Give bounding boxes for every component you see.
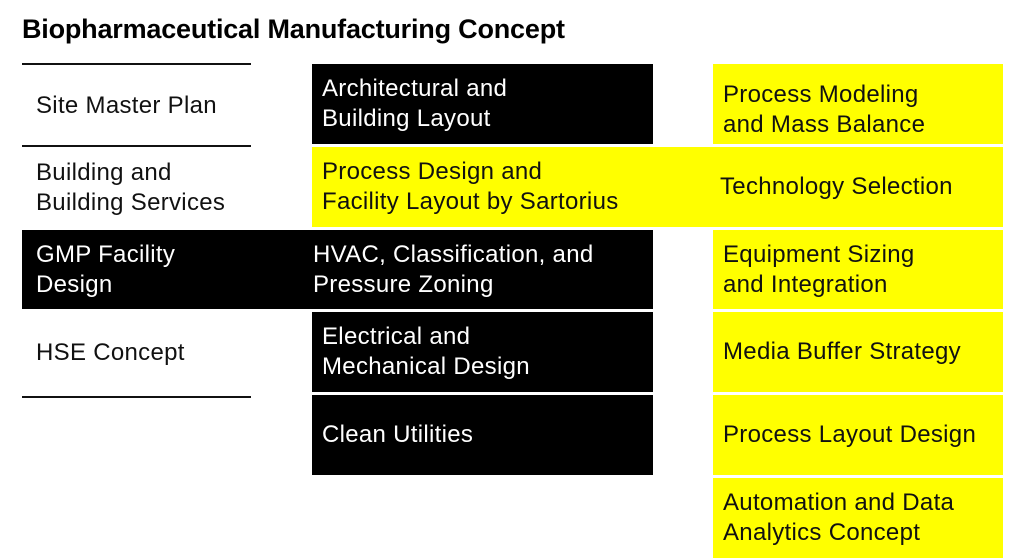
- right-item-label: Process Modeling and Mass Balance: [723, 81, 926, 138]
- middle-item-label: Process Design and Facility Layout by Sa…: [322, 158, 619, 215]
- right-item-automation: Automation and Data Analytics Concept: [713, 478, 1003, 558]
- middle-item-electrical-mechanical: Electrical and Mechanical Design: [312, 312, 653, 392]
- middle-item-label: HVAC, Classification, and Pressure Zonin…: [313, 240, 594, 298]
- left-item-label: GMP Facility Design: [36, 240, 176, 298]
- left-item-label: Site Master Plan: [36, 91, 217, 119]
- right-item-label: Equipment Sizing and Integration: [723, 240, 915, 298]
- row-gmp-facility-design: GMP Facility Design HVAC, Classification…: [22, 230, 653, 309]
- right-item-process-layout: Process Layout Design: [713, 395, 1003, 475]
- right-item-label: Technology Selection: [720, 173, 953, 200]
- middle-item-architectural-layout: Architectural and Building Layout: [312, 64, 653, 144]
- divider-line: [22, 145, 251, 147]
- middle-item-label: Architectural and Building Layout: [322, 75, 508, 132]
- right-item-label: Process Layout Design: [723, 421, 977, 448]
- middle-item-label: Electrical and Mechanical Design: [322, 323, 530, 380]
- middle-item-label: Clean Utilities: [322, 421, 474, 448]
- right-item-equipment-sizing: Equipment Sizing and Integration: [713, 230, 1003, 309]
- right-item-media-buffer: Media Buffer Strategy: [713, 312, 1003, 392]
- right-item-label: Media Buffer Strategy: [723, 338, 961, 365]
- diagram-title: Biopharmaceutical Manufacturing Concept: [22, 14, 565, 44]
- left-item-label: Building and Building Services: [36, 158, 226, 216]
- left-item-label: HSE Concept: [36, 339, 185, 366]
- right-item-process-modeling: Process Modeling and Mass Balance: [713, 64, 1003, 144]
- left-item-hse-concept: HSE Concept: [22, 312, 252, 394]
- right-item-label: Automation and Data Analytics Concept: [723, 489, 955, 546]
- row-process-design-sartorius: Process Design and Facility Layout by Sa…: [312, 147, 1003, 227]
- divider-line: [22, 63, 251, 65]
- left-item-building-services: Building and Building Services: [22, 148, 252, 227]
- divider-line: [22, 396, 251, 398]
- left-item-site-master-plan: Site Master Plan: [22, 66, 252, 145]
- middle-item-clean-utilities: Clean Utilities: [312, 395, 653, 475]
